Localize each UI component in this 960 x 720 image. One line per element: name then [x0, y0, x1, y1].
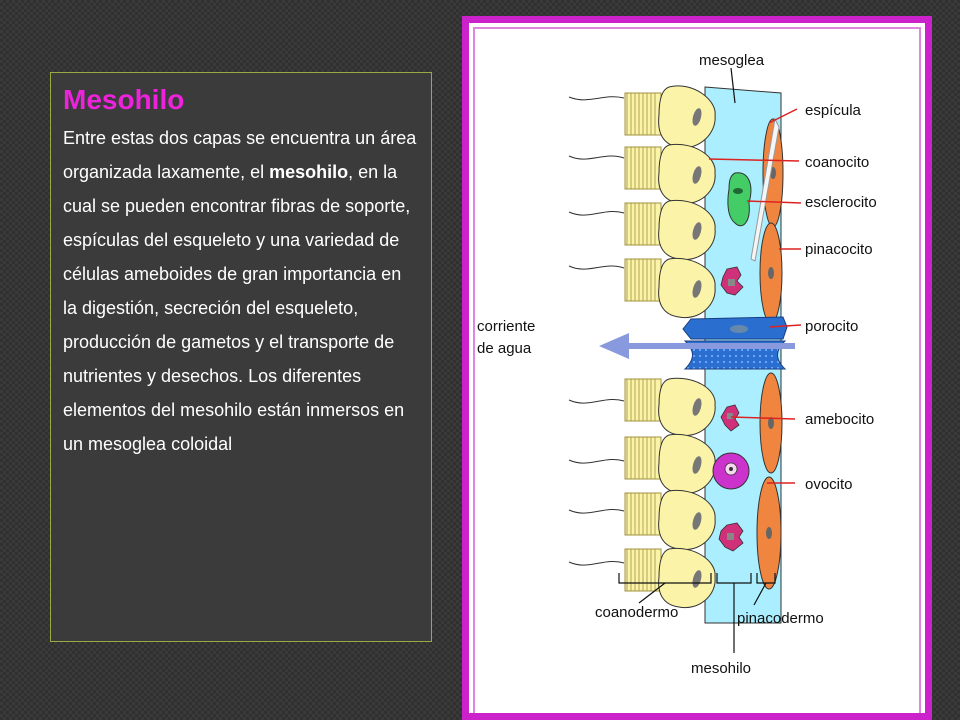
- flagella: [568, 96, 625, 566]
- spicule: [750, 117, 780, 262]
- label-mesohilo: mesohilo: [691, 660, 751, 677]
- label-mesoglea: mesoglea: [699, 52, 765, 69]
- label-de-agua: de agua: [477, 340, 532, 357]
- label-pinacocito: pinacocito: [805, 241, 873, 258]
- text-panel: Mesohilo Entre estas dos capas se encuen…: [50, 72, 432, 642]
- figure-inner-border: [473, 27, 921, 713]
- leader-lines: [708, 108, 802, 484]
- sclerocyte: [727, 172, 752, 227]
- label-porocito: porocito: [805, 318, 858, 335]
- label-espicula: espícula: [805, 102, 862, 119]
- label-corriente: corriente: [477, 318, 535, 335]
- label-ovocito: ovocito: [805, 476, 853, 493]
- label-coanodermo: coanodermo: [595, 604, 678, 621]
- body-text-1: Entre estas dos capas se encuentra un ár…: [63, 128, 417, 182]
- slide-title: Mesohilo: [63, 84, 185, 115]
- label-pinacodermo: pinacodermo: [737, 610, 824, 627]
- label-coanocito: coanocito: [805, 154, 869, 171]
- sponge-wall-diagram: mesoglea espícula coanocito esclerocito …: [477, 52, 877, 677]
- label-amebocito: amebocito: [805, 411, 874, 428]
- choanocyte-nuclei: [692, 108, 702, 588]
- choanocytes: [658, 85, 716, 609]
- figure-frame: mesoglea espícula coanocito esclerocito …: [462, 16, 932, 720]
- slide-body: Entre estas dos capas se encuentra un ár…: [63, 121, 419, 461]
- layer-brackets: [618, 573, 776, 653]
- label-esclerocito: esclerocito: [805, 194, 877, 211]
- body-text-2: , en la cual se pueden encontrar fibras …: [63, 162, 411, 454]
- water-current-arrow: [599, 333, 795, 359]
- body-bold-term: mesohilo: [269, 162, 349, 182]
